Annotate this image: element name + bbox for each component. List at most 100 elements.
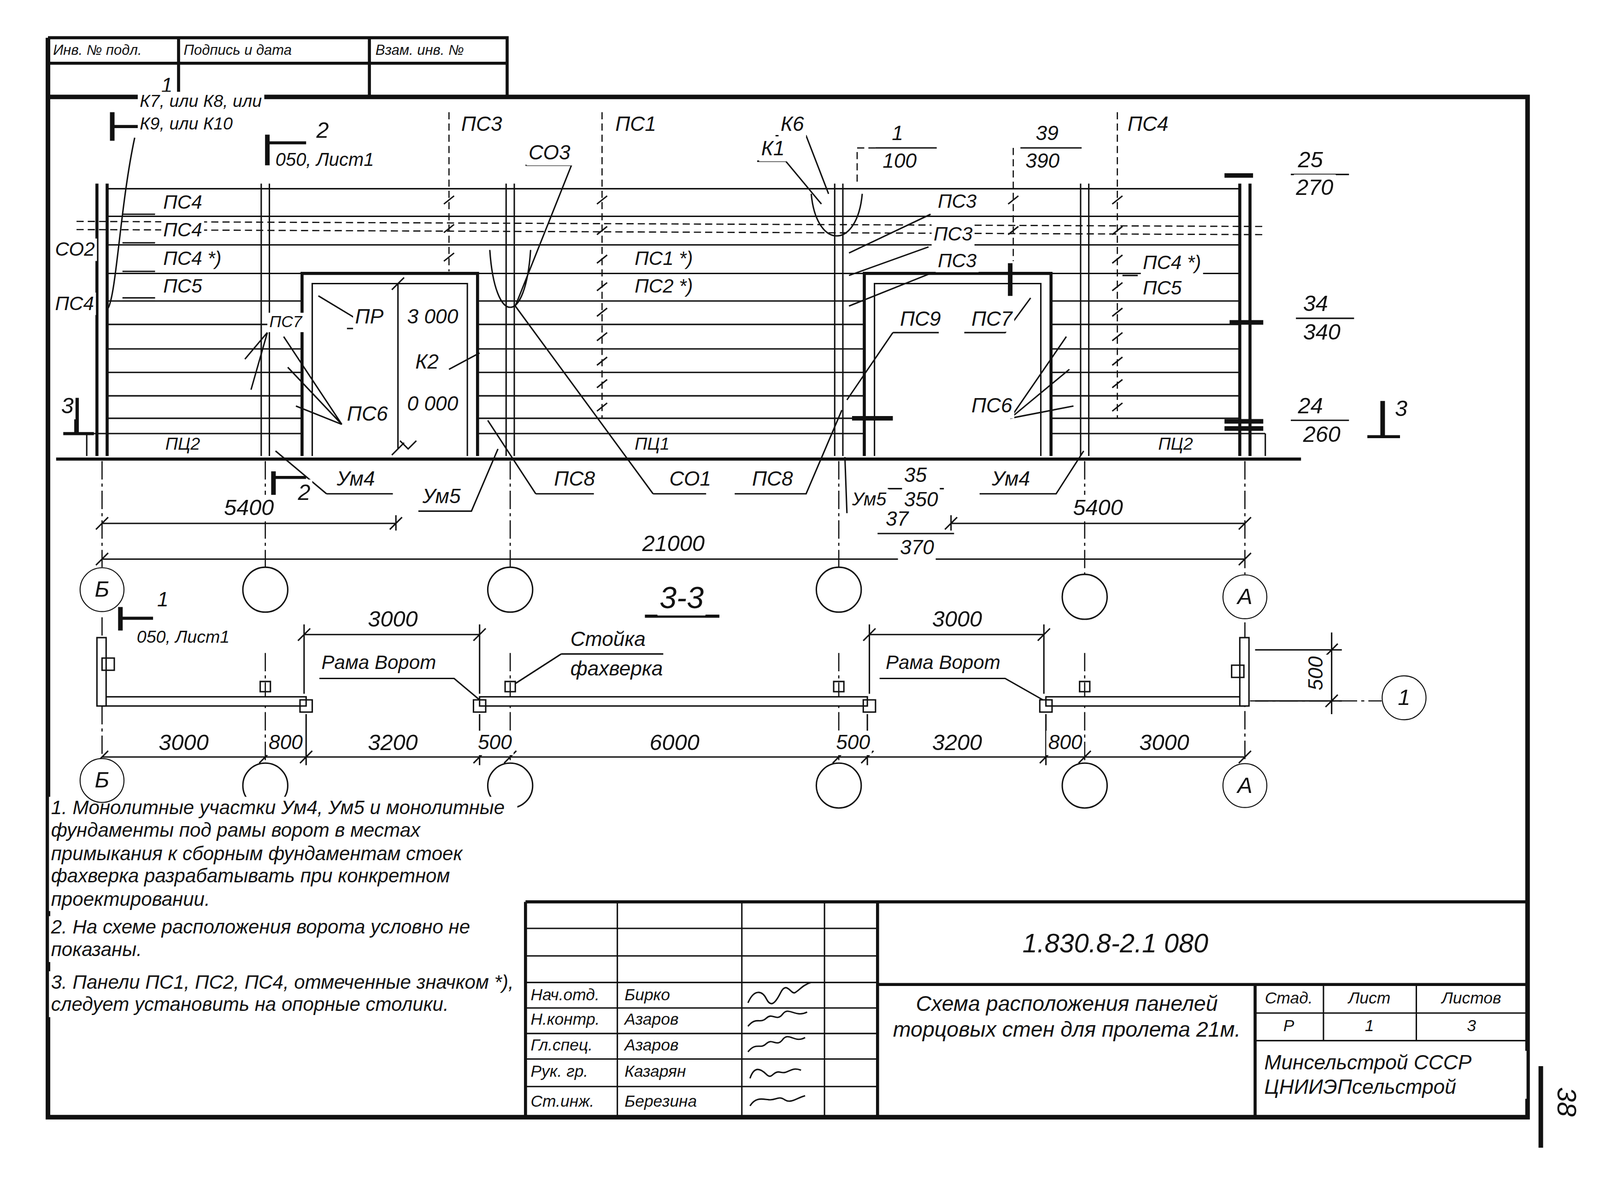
sheet-number-mark: [1538, 1066, 1544, 1148]
panel-joints: [107, 188, 1241, 419]
drawing-label: ПС4 *): [161, 247, 224, 271]
title-block-text: Ст.инж.: [528, 1092, 597, 1112]
drawing-label: 100: [880, 149, 919, 174]
drawing-label: Ум5: [420, 484, 463, 509]
axis-letter: 1: [1397, 686, 1411, 710]
axis-circle-empty: [1062, 574, 1107, 620]
drawing-label: 3000: [365, 605, 420, 633]
axis-line: [101, 461, 1382, 764]
drawing-label: Рама Ворот: [319, 651, 439, 675]
note-text: 3. Панели ПС1, ПС2, ПС4, отмеченные знач…: [48, 971, 518, 1018]
title-block-text: Стад.: [1262, 989, 1315, 1009]
title-block-text: Березина: [622, 1092, 700, 1112]
drawing-label: К2: [413, 350, 442, 375]
drawing-label: 5400: [222, 494, 277, 522]
drawing-label: ПС5: [1141, 277, 1184, 301]
drawing-label: 800: [266, 730, 306, 755]
drawing-label: Ум4: [989, 467, 1033, 492]
drawing-label: 39: [1033, 121, 1061, 146]
title-block-text: Азаров: [622, 1036, 681, 1056]
axis-letter: Б: [94, 769, 110, 793]
dimension-line: [95, 515, 1252, 566]
gate-frame-inner: [312, 283, 1042, 457]
plan-panel: [101, 696, 306, 706]
drawing-label: 3000: [1137, 729, 1192, 756]
title-block-text: Минсельстрой СССР ЦНИИЭПсельстрой: [1262, 1051, 1527, 1100]
title-block-text: Рук. гр.: [528, 1062, 591, 1083]
column-symbol: [101, 658, 1244, 712]
drawing-label: К1: [758, 136, 787, 161]
drawing-label: 390: [1023, 149, 1062, 174]
stamp-cell: Взам. инв. №: [373, 41, 466, 59]
drawing-label: 1: [889, 121, 906, 146]
drawing-label: 050, Лист1: [134, 627, 232, 648]
axis-circle: А: [1222, 574, 1268, 620]
drawing-label: 500: [834, 730, 873, 755]
drawing-label: 370: [898, 535, 937, 560]
dimension-line: [298, 624, 1342, 715]
ground-line: [56, 457, 1301, 461]
drawing-label: К7, или К8, или: [137, 91, 265, 112]
axis-circle: Б: [79, 758, 125, 803]
drawing-label: ПС7: [969, 307, 1015, 332]
drawing-label: Ум4: [334, 467, 377, 492]
drawing-label: 3 000: [405, 305, 461, 330]
drawing-label: ПС3: [935, 249, 979, 273]
drawing-label: 3200: [929, 729, 984, 756]
drawing-label: 25: [1295, 147, 1325, 174]
title-block-text: Р: [1281, 1017, 1296, 1037]
drawing-label: 050, Лист1: [273, 149, 376, 171]
section-mark: [76, 112, 1383, 631]
signature: [747, 982, 812, 1106]
drawing-label: Ум5: [850, 488, 889, 511]
note-text: 1. Монолитные участки Ум4, Ум5 и монолит…: [48, 796, 518, 912]
drawing-label: ПС7: [267, 312, 305, 333]
title-block-text: Гл.спец.: [528, 1036, 595, 1056]
section-mark: [63, 126, 1400, 619]
title-block-frame: [525, 901, 1528, 1118]
title-block-text: Схема расположения панелей торцовых стен…: [883, 991, 1251, 1043]
axis-circle: Б: [79, 567, 125, 612]
drawing-label: 2: [314, 117, 331, 144]
plan-panel: [1046, 696, 1246, 706]
drawing-label: ПС6: [969, 394, 1015, 418]
drawing-label: 340: [1300, 319, 1343, 346]
drawing-label: 35: [901, 463, 929, 488]
drawing-label: СО2: [52, 238, 97, 262]
gate-frame: [301, 273, 1051, 456]
title-block-grid: [525, 901, 1528, 1118]
axis-circle-empty: [1062, 763, 1107, 808]
drawing-label: 3000: [156, 729, 211, 756]
plan-panel: [479, 696, 868, 706]
drawing-label: 37: [883, 507, 911, 532]
note-text: 2. На схеме расположения ворота условно …: [48, 916, 518, 962]
drawing-label: ПС4: [161, 219, 205, 243]
drawing-label: 260: [1300, 421, 1343, 448]
drawing-label: ПС8: [552, 467, 598, 492]
drawing-label: ПС2 *): [632, 275, 695, 299]
drawing-label: ПЦ1: [632, 434, 672, 455]
plan-panel: [96, 637, 106, 706]
drawing-label: 500: [1304, 654, 1329, 693]
drawing-label: ПС3: [935, 190, 979, 214]
title-block-text: Листов: [1439, 989, 1504, 1009]
axis-circle: 1: [1381, 675, 1427, 721]
drawing-label: 3200: [365, 729, 420, 756]
title-block-text: Нач.отд.: [528, 986, 602, 1006]
drawing-label: 34: [1300, 290, 1330, 318]
drawing-label: 3: [58, 393, 76, 420]
drawing-label: 21000: [640, 530, 707, 557]
level-mark: [852, 175, 1264, 429]
drawing-label: 3-3: [657, 579, 706, 616]
axis-circle-empty: [816, 763, 861, 808]
axis-letter: Б: [94, 578, 110, 602]
end-columns: [96, 183, 1250, 457]
drawing-label: ПС1 *): [632, 247, 695, 271]
drawing-label: 1: [155, 588, 171, 612]
axis-circle: А: [1222, 763, 1268, 808]
title-block-text: Н.контр.: [528, 1010, 602, 1030]
drawing-label: К6: [778, 112, 807, 137]
title-block-text: Азаров: [622, 1010, 681, 1030]
